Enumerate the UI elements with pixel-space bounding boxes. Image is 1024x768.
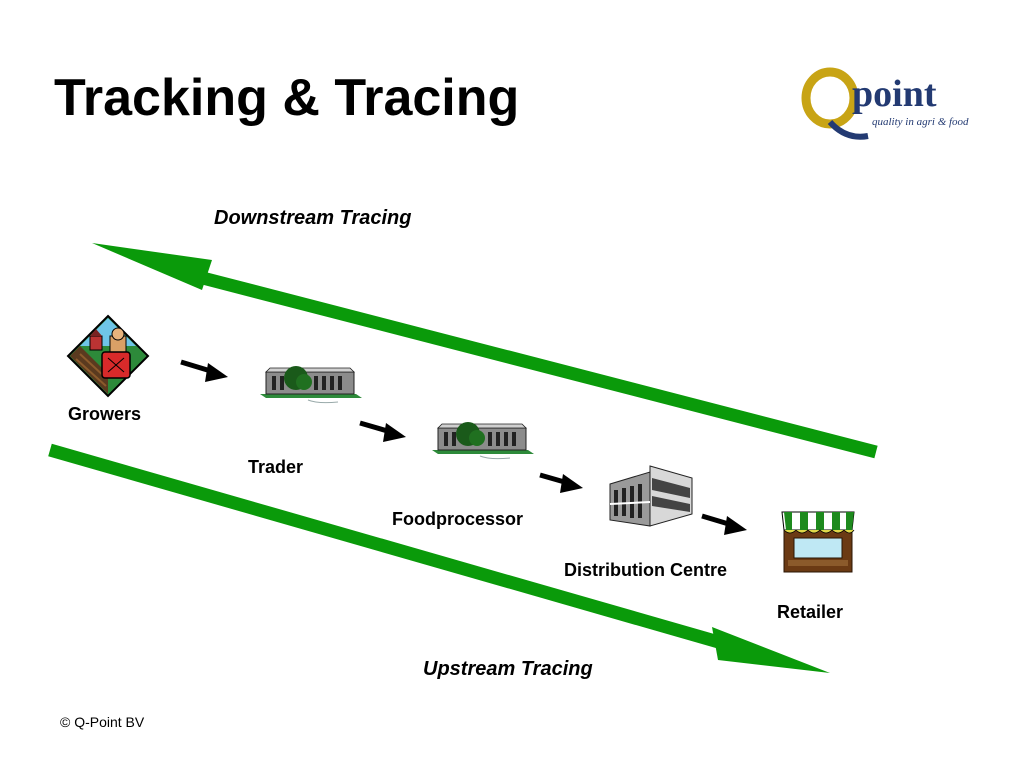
node-label-foodprocessor: Foodprocessor (392, 509, 524, 529)
office-building-icon (260, 366, 362, 404)
upstream-arrow (48, 443, 830, 673)
flow-arrow-growers-trader (180, 359, 228, 382)
flow-arrow-trader-foodprocessor (359, 420, 406, 442)
flow-arrow-distribution-retailer (701, 513, 747, 535)
warehouse-icon (609, 465, 693, 527)
downstream-label: Downstream Tracing (214, 207, 412, 229)
node-label-retailer: Retailer (777, 602, 844, 622)
upstream-label: Upstream Tracing (423, 658, 593, 680)
logo-wordmark: point (852, 73, 937, 115)
node-label-distribution-centre: Distribution Centre (564, 560, 728, 580)
farm-icon (66, 314, 150, 398)
factory-icon (432, 422, 534, 460)
node-label-growers: Growers (68, 404, 142, 424)
logo-q-mark: Q (801, 67, 869, 140)
qpoint-logo: Q point quality in agri & food (800, 66, 996, 144)
node-label-trader: Trader (248, 457, 304, 477)
downstream-arrow (92, 243, 878, 459)
logo-tagline: quality in agri & food (872, 116, 969, 128)
shop-icon (781, 511, 855, 573)
slide-title: Tracking & Tracing (54, 69, 520, 127)
copyright-footer: © Q-Point BV (60, 714, 145, 730)
flow-arrow-foodprocessor-distribution (539, 472, 583, 493)
